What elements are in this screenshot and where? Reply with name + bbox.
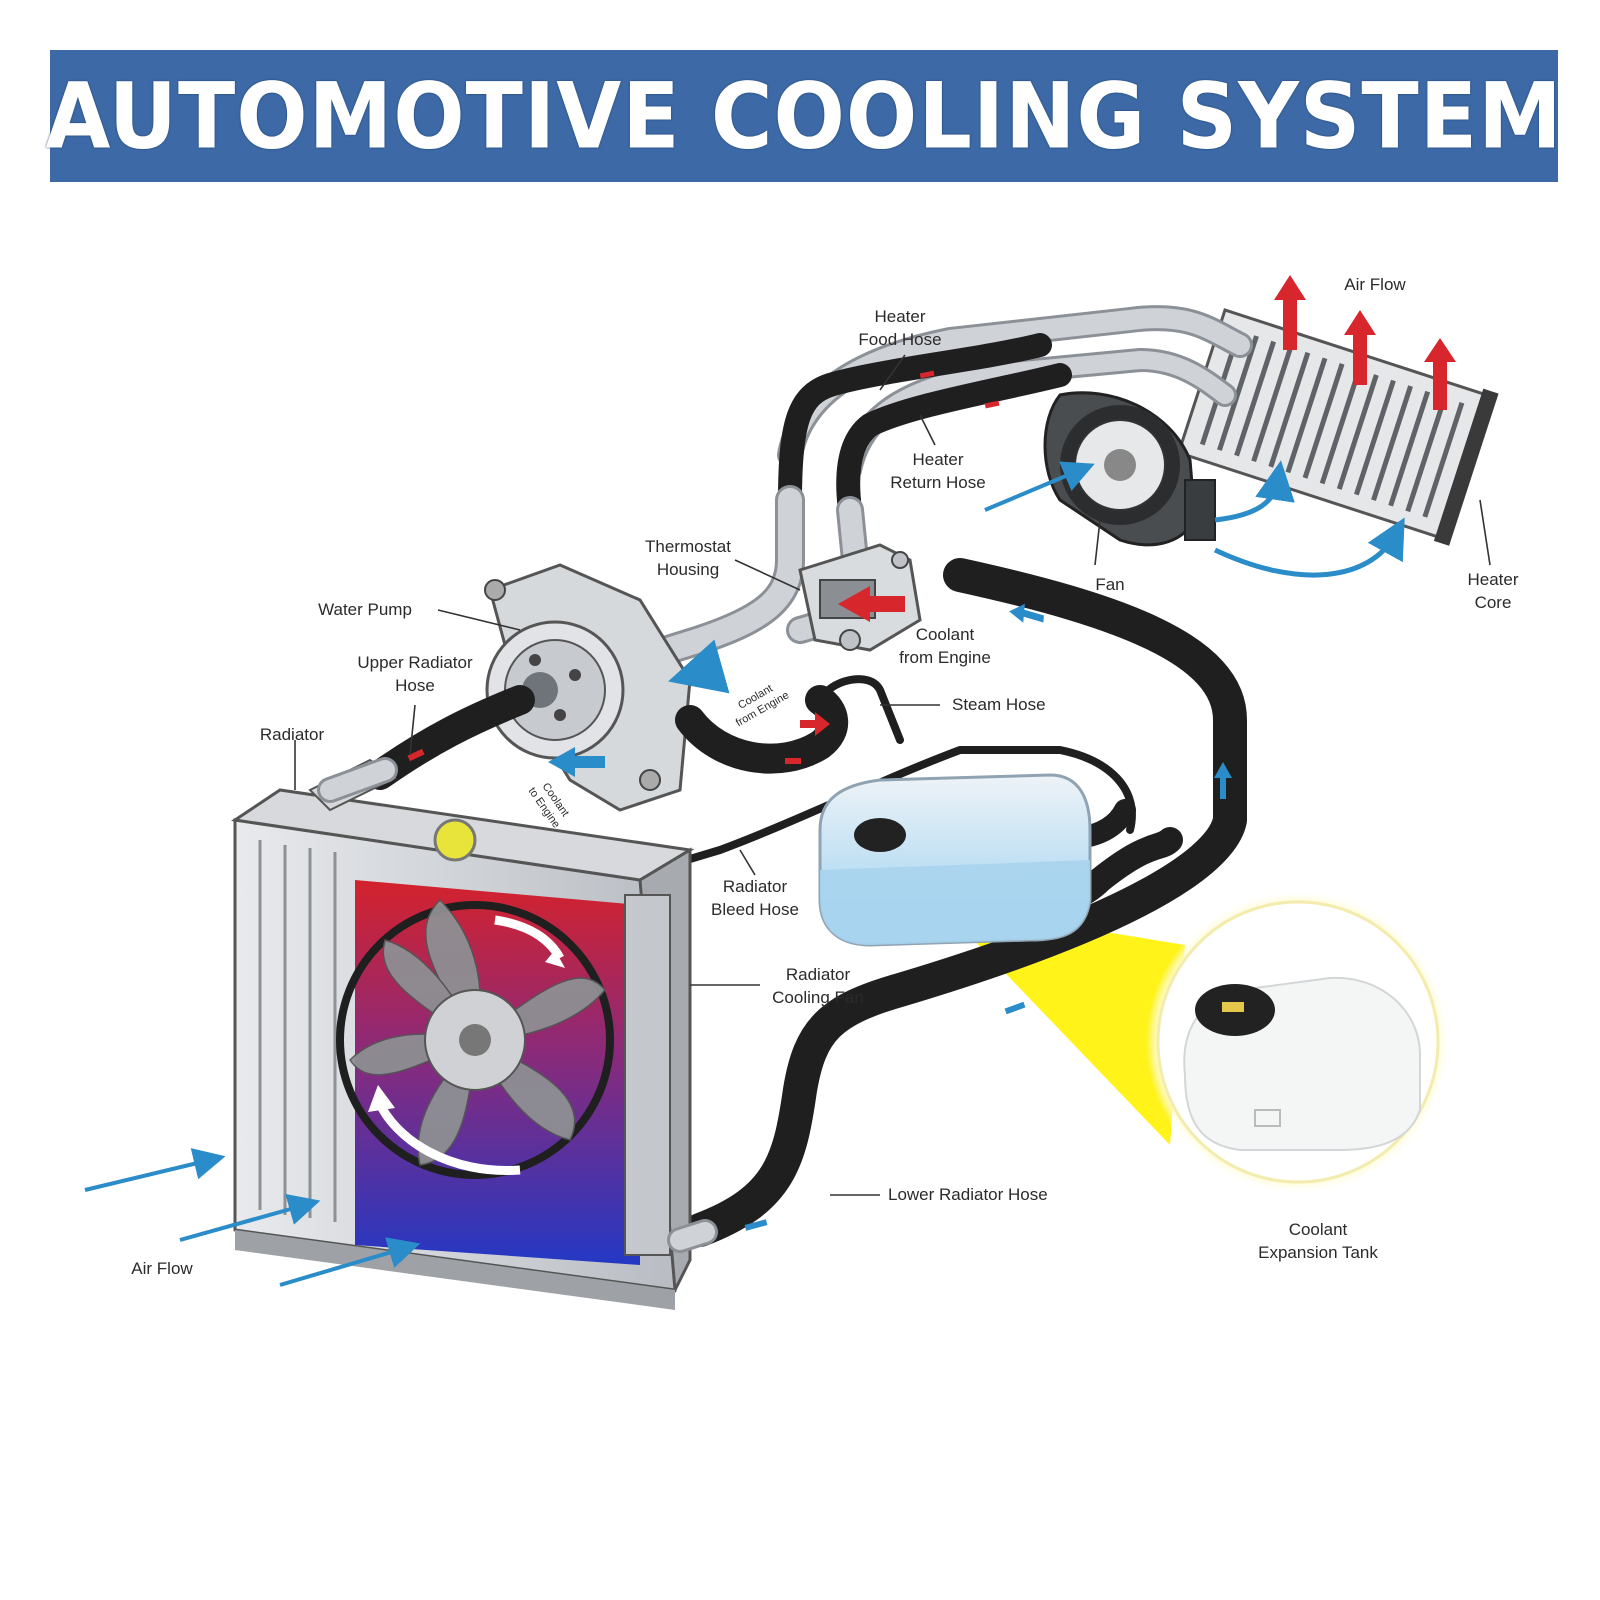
label-steam-hose: Steam Hose <box>952 695 1046 714</box>
water-pump <box>484 563 692 812</box>
hose-red-marks <box>919 370 1000 409</box>
label-coolant-from-engine-1: Coolant <box>916 625 975 644</box>
label-heater-core-1: Heater <box>1467 570 1518 589</box>
label-water-pump: Water Pump <box>318 600 412 619</box>
expansion-tank-detail <box>1146 890 1450 1194</box>
label-thermostat-housing-1: Thermostat <box>645 537 731 556</box>
label-air-flow-bottom: Air Flow <box>131 1259 193 1278</box>
label-heater-return-hose-2: Return Hose <box>890 473 985 492</box>
label-heater-core-2: Core <box>1475 593 1512 612</box>
blower-fan <box>1043 391 1216 547</box>
label-coolant-expansion-tank-2: Expansion Tank <box>1258 1243 1378 1262</box>
label-radiator-cooling-fan-2: Cooling Fan <box>772 988 864 1007</box>
label-heater-feed-hose-1: Heater <box>874 307 925 326</box>
label-radiator: Radiator <box>260 725 325 744</box>
label-radiator-bleed-hose-1: Radiator <box>723 877 788 896</box>
heater-air-flow-arrows <box>1274 275 1456 410</box>
coolant-from-engine-arrow <box>838 586 905 622</box>
label-coolant-from-engine-2: from Engine <box>899 648 991 667</box>
radiator-air-flow-arrows <box>84 1148 421 1287</box>
label-upper-radiator-hose-1: Upper Radiator <box>357 653 473 672</box>
page-title: AUTOMOTIVE COOLING SYSTEM <box>45 63 1563 169</box>
title-banner: AUTOMOTIVE COOLING SYSTEM <box>45 50 1562 182</box>
label-fan: Fan <box>1095 575 1124 594</box>
label-lower-radiator-hose: Lower Radiator Hose <box>888 1185 1048 1204</box>
label-radiator-bleed-hose-2: Bleed Hose <box>711 900 799 919</box>
label-air-flow-top: Air Flow <box>1344 275 1406 294</box>
heater-core <box>1176 308 1499 546</box>
label-heater-feed-hose-2: Food Hose <box>858 330 941 349</box>
label-heater-return-hose-1: Heater <box>912 450 963 469</box>
label-radiator-cooling-fan-1: Radiator <box>786 965 851 984</box>
radiator-cooling-fan <box>336 898 614 1179</box>
coolant-expansion-tank <box>818 773 1092 947</box>
label-coolant-expansion-tank-1: Coolant <box>1289 1220 1348 1239</box>
label-upper-radiator-hose-2: Hose <box>395 676 435 695</box>
label-thermostat-housing-2: Housing <box>657 560 719 579</box>
